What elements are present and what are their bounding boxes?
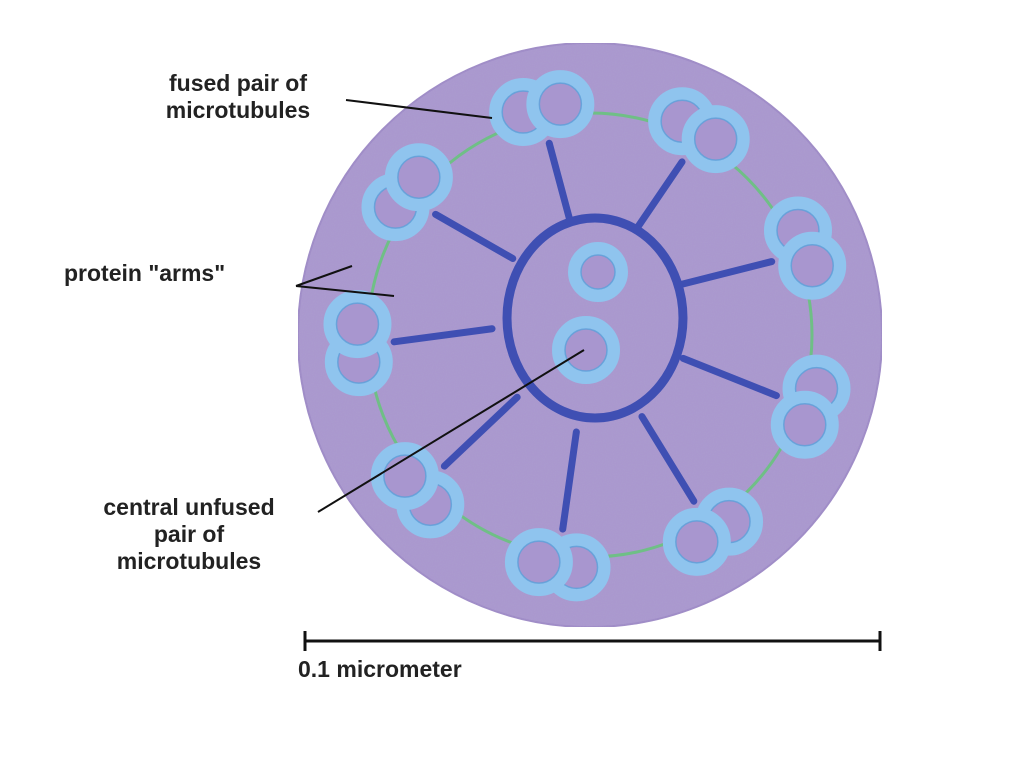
radial-spoke	[679, 354, 780, 400]
doublet-tubule-b-edge	[383, 454, 427, 498]
doublet-tubule-b	[384, 143, 453, 212]
doublet-tubule-b-edge	[783, 403, 827, 447]
doublet-tubule-b	[526, 70, 595, 139]
doublet-tubule-b	[662, 507, 731, 576]
radial-spoke	[432, 210, 517, 263]
doublet	[323, 290, 393, 397]
radial-spoke	[638, 413, 698, 505]
doublet-tubule-b-edge	[335, 302, 380, 346]
doublet	[770, 354, 851, 459]
doublet	[662, 487, 764, 576]
doublet-tubule-b	[770, 390, 839, 459]
central-tubule-lower-edge	[564, 328, 608, 372]
central-microtubule-pair	[552, 242, 628, 384]
central-tubule-upper-edge	[580, 254, 616, 290]
radial-spokes	[390, 139, 780, 533]
leader-lines	[295, 99, 585, 513]
doublet-tubule-b	[778, 231, 847, 300]
doublet-tubule-b	[323, 290, 392, 359]
doublet	[489, 70, 595, 147]
central-sheath	[502, 213, 688, 423]
radial-spoke	[632, 158, 686, 234]
leader-line-fused-pair	[345, 99, 493, 119]
doublet	[504, 528, 611, 602]
doublet-tubule-b	[681, 105, 750, 174]
doublet-tubule-b-edge	[693, 117, 738, 161]
outer-doublets	[323, 70, 851, 602]
radial-spoke	[440, 393, 521, 470]
doublet-tubule-b-edge	[397, 155, 441, 199]
radial-spoke	[559, 428, 580, 533]
label-fused-pair: fused pair of microtubules	[165, 70, 311, 123]
leader-line-arms-upper	[295, 265, 353, 287]
doublet-tubule-b-edge	[790, 243, 834, 288]
leader-line-central-pair	[317, 349, 585, 513]
label-protein-arms: protein "arms"	[64, 260, 226, 286]
doublet	[763, 196, 847, 300]
doublet	[361, 143, 453, 242]
label-scale: 0.1 micrometer	[298, 656, 462, 682]
doublet-tubule-b-edge	[538, 82, 583, 126]
doublet-tubule-b	[504, 528, 573, 597]
radial-spoke	[677, 258, 776, 289]
doublet	[648, 87, 750, 174]
label-central-pair: central unfused pair of microtubules	[103, 494, 275, 574]
doublet-tubule-b-edge	[517, 540, 561, 584]
doublet-tubule-b	[370, 442, 439, 511]
scale-bar	[303, 631, 882, 651]
central-tubule-lower	[552, 316, 620, 384]
leader-line-arms-lower	[295, 285, 395, 297]
radial-spoke	[390, 325, 496, 346]
radial-spoke	[545, 139, 574, 223]
doublet-tubule-b-edge	[675, 520, 719, 564]
